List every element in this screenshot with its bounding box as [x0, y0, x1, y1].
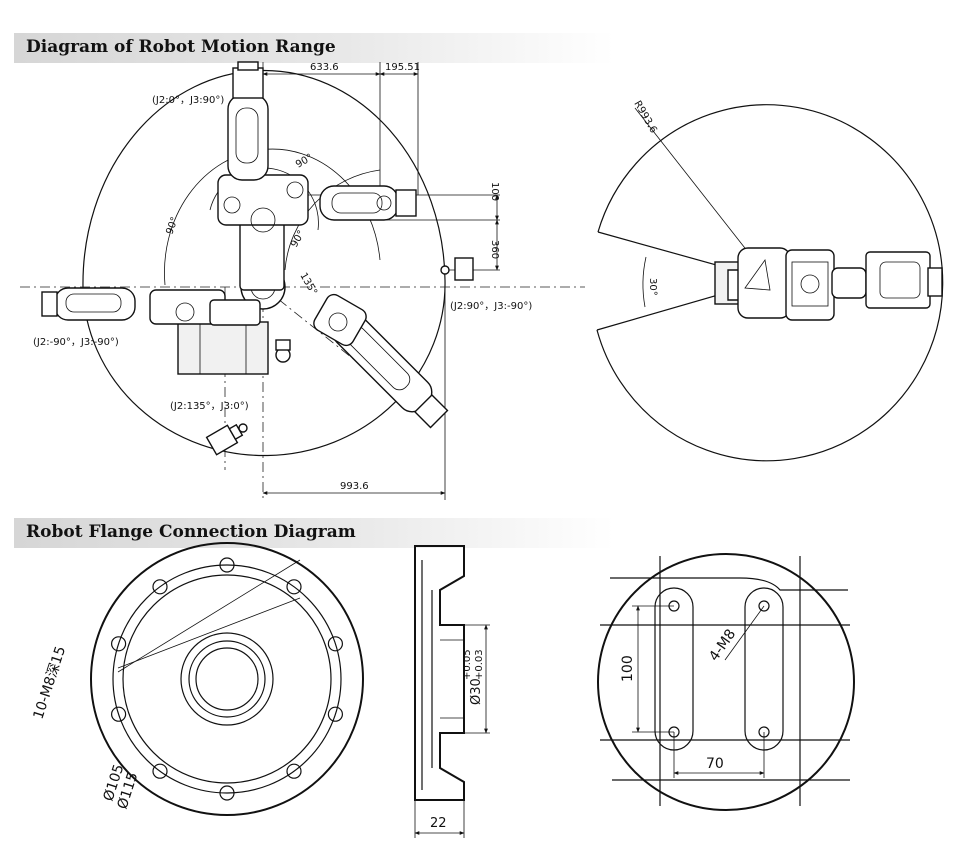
top-wrist [865, 251, 931, 309]
pose-label-left: (J2:-90°，J3:-90°) [33, 337, 119, 348]
dim-633-6: 633.6 [310, 62, 339, 73]
pose-label-right: (J2:90°，J3:-90°) [450, 301, 532, 312]
thickness-dim: 22 [430, 816, 447, 831]
top-forearm [831, 267, 867, 299]
forearm-left [54, 287, 136, 321]
dim-70-detail: 70 [706, 756, 724, 772]
motion-side-view: 633.6 195.51 100 360 993.6 90° 90° 90° 1… [20, 61, 585, 500]
dim-100: 100 [489, 182, 500, 201]
motion-range-banner: Diagram of Robot Motion Range [14, 33, 614, 63]
flange-section-view: Ø30 +0.05 +0.03 22 [414, 545, 490, 838]
angle-90-inner: 90° [289, 229, 307, 250]
angle-90-top: 90° [294, 152, 315, 170]
bolt-hole [327, 636, 343, 652]
dia-leader-2 [117, 559, 301, 673]
elbow-housing [217, 174, 309, 226]
bolt-hole [327, 706, 343, 722]
pose-label-down: (J2:135°，J3:0°) [170, 401, 249, 412]
bolt-hole [152, 763, 168, 779]
flange-banner: Robot Flange Connection Diagram [14, 518, 614, 548]
dim-993-6-horizontal: 993.6 [340, 481, 369, 492]
flange-title: Robot Flange Connection Diagram [26, 522, 356, 542]
angle-30-arc [642, 256, 647, 308]
dia-leader-1 [117, 597, 301, 669]
dim-195-51: 195.51 [385, 62, 420, 73]
diagonal-centerline [262, 286, 431, 421]
flange-bore-outer [180, 632, 274, 726]
flange-detail-view: 4-M8 100 70 [597, 553, 855, 811]
wrist-top [232, 67, 264, 99]
robot-base [177, 321, 269, 375]
bolt-hole [286, 763, 302, 779]
angle-135: 135° [297, 271, 319, 297]
bolt-hole [219, 785, 235, 801]
detail-circle [597, 553, 855, 811]
flange-bore [195, 647, 259, 711]
bore-tol-upper: +0.05 [462, 649, 473, 680]
motion-range-title: Diagram of Robot Motion Range [26, 37, 336, 57]
pose-label-top: (J2:0°，J3:90°) [152, 95, 224, 106]
angle-30: 30° [647, 278, 658, 296]
bolt-hole [219, 557, 235, 573]
slot-right [744, 587, 784, 751]
angle-90-left: 90° [164, 216, 180, 236]
holes-label: 10-M8深15 [31, 644, 70, 721]
motion-top-view: R993.6 30° [596, 99, 944, 462]
slot-leader [724, 605, 765, 661]
dim-100-detail: 100 [620, 655, 636, 682]
bore-tol-lower: +0.03 [474, 649, 485, 680]
bolt-holes [110, 557, 343, 801]
slot-label: 4-M8 [706, 626, 739, 664]
dim-360: 360 [489, 240, 500, 259]
j3-arc [284, 169, 381, 271]
flange-outer-circle [90, 542, 364, 816]
radius-993-6: R993.6 [631, 99, 658, 135]
bolt-hole [110, 636, 127, 652]
end-marker-right [440, 257, 474, 281]
top-shoulder [785, 249, 835, 321]
bore-dim: Ø30 [469, 678, 484, 705]
bolt-hole [152, 579, 168, 595]
slot-left [654, 587, 694, 751]
bolt-hole [286, 579, 302, 595]
flange-front-view: 10-M8深15 Ø105 Ø115 [31, 542, 364, 816]
outer-envelope-arc-lower [82, 279, 446, 457]
bolt-hole [110, 706, 127, 722]
flange-bolt-circle [112, 564, 342, 794]
